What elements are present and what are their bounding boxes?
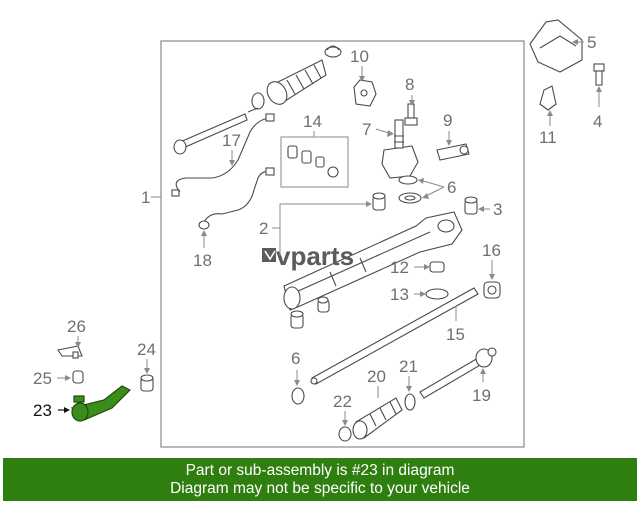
callout-23: 23 [33,401,52,420]
callout-11: 11 [539,128,557,147]
part-kit-box-14 [280,136,349,188]
part-clamp-21 [404,393,416,411]
part-housing-mounts [290,296,330,329]
part-hose-18 [198,167,275,230]
part-cover-5 [529,19,583,73]
callout-8: 8 [405,75,414,94]
callout-26: 26 [67,317,86,336]
part-16 [483,281,501,299]
callout-25: 25 [33,369,52,388]
part-inner-rod-17 [171,107,275,197]
callout-1: 1 [141,188,150,207]
notice-banner: Part or sub-assembly is #23 in diagram D… [3,458,637,501]
leader-lines [57,39,602,426]
part-bushing-3 [464,196,478,215]
callout-14: 14 [303,112,322,131]
callout-13: 13 [390,285,409,304]
callout-9: 9 [443,111,452,130]
callout-2: 2 [259,219,268,238]
part-25 [72,370,84,384]
callout-numbers: 1 2 3 4 5 6 7 8 9 10 11 12 13 14 15 16 1… [33,33,602,420]
part-clamp-small [324,45,342,58]
part-26 [57,345,83,359]
callout-15: 15 [446,325,465,344]
part-clamp-22 [338,426,352,442]
part-pinion-housing [381,119,419,179]
part-boot-upper [251,59,327,110]
callout-24: 24 [137,340,156,359]
part-12 [429,261,445,273]
assembly-frame [160,40,525,448]
part-tie-rod-19 [419,347,497,399]
part-seals-6 [398,175,422,204]
callout-6-lower: 6 [291,349,300,368]
callout-3: 3 [493,200,502,219]
callout-10: 10 [350,47,369,66]
part-24 [140,374,154,392]
part-rack-housing [283,211,463,311]
callout-16: 16 [482,241,501,260]
callout-4: 4 [593,112,602,131]
callout-20: 20 [367,367,386,386]
callout-17: 17 [222,131,241,150]
watermark: vparts [262,241,354,271]
part-clip-11 [539,85,557,111]
callout-6-upper: 6 [447,178,456,197]
watermark-text: vparts [276,241,354,271]
part-23-tie-rod-end [70,385,132,422]
part-bolt-4 [593,63,605,86]
callout-21: 21 [399,357,418,376]
part-bolt-8 [404,103,418,126]
part-bushing-2 [372,192,386,211]
part-rack-rod-15 [310,287,479,385]
part-valve-9 [436,143,470,161]
notice-line-2: Diagram may not be specific to your vehi… [170,480,470,497]
callout-18: 18 [193,251,212,270]
callout-7: 7 [362,120,371,139]
callout-22: 22 [333,392,352,411]
callout-12: 12 [390,258,409,277]
part-seal-6-lower [291,387,305,405]
callout-5: 5 [587,33,596,52]
callout-19: 19 [472,386,491,405]
part-13 [425,288,449,300]
part-boot-lower [352,397,403,440]
notice-line-1: Part or sub-assembly is #23 in diagram [185,462,455,479]
part-mount-bracket [353,79,377,107]
